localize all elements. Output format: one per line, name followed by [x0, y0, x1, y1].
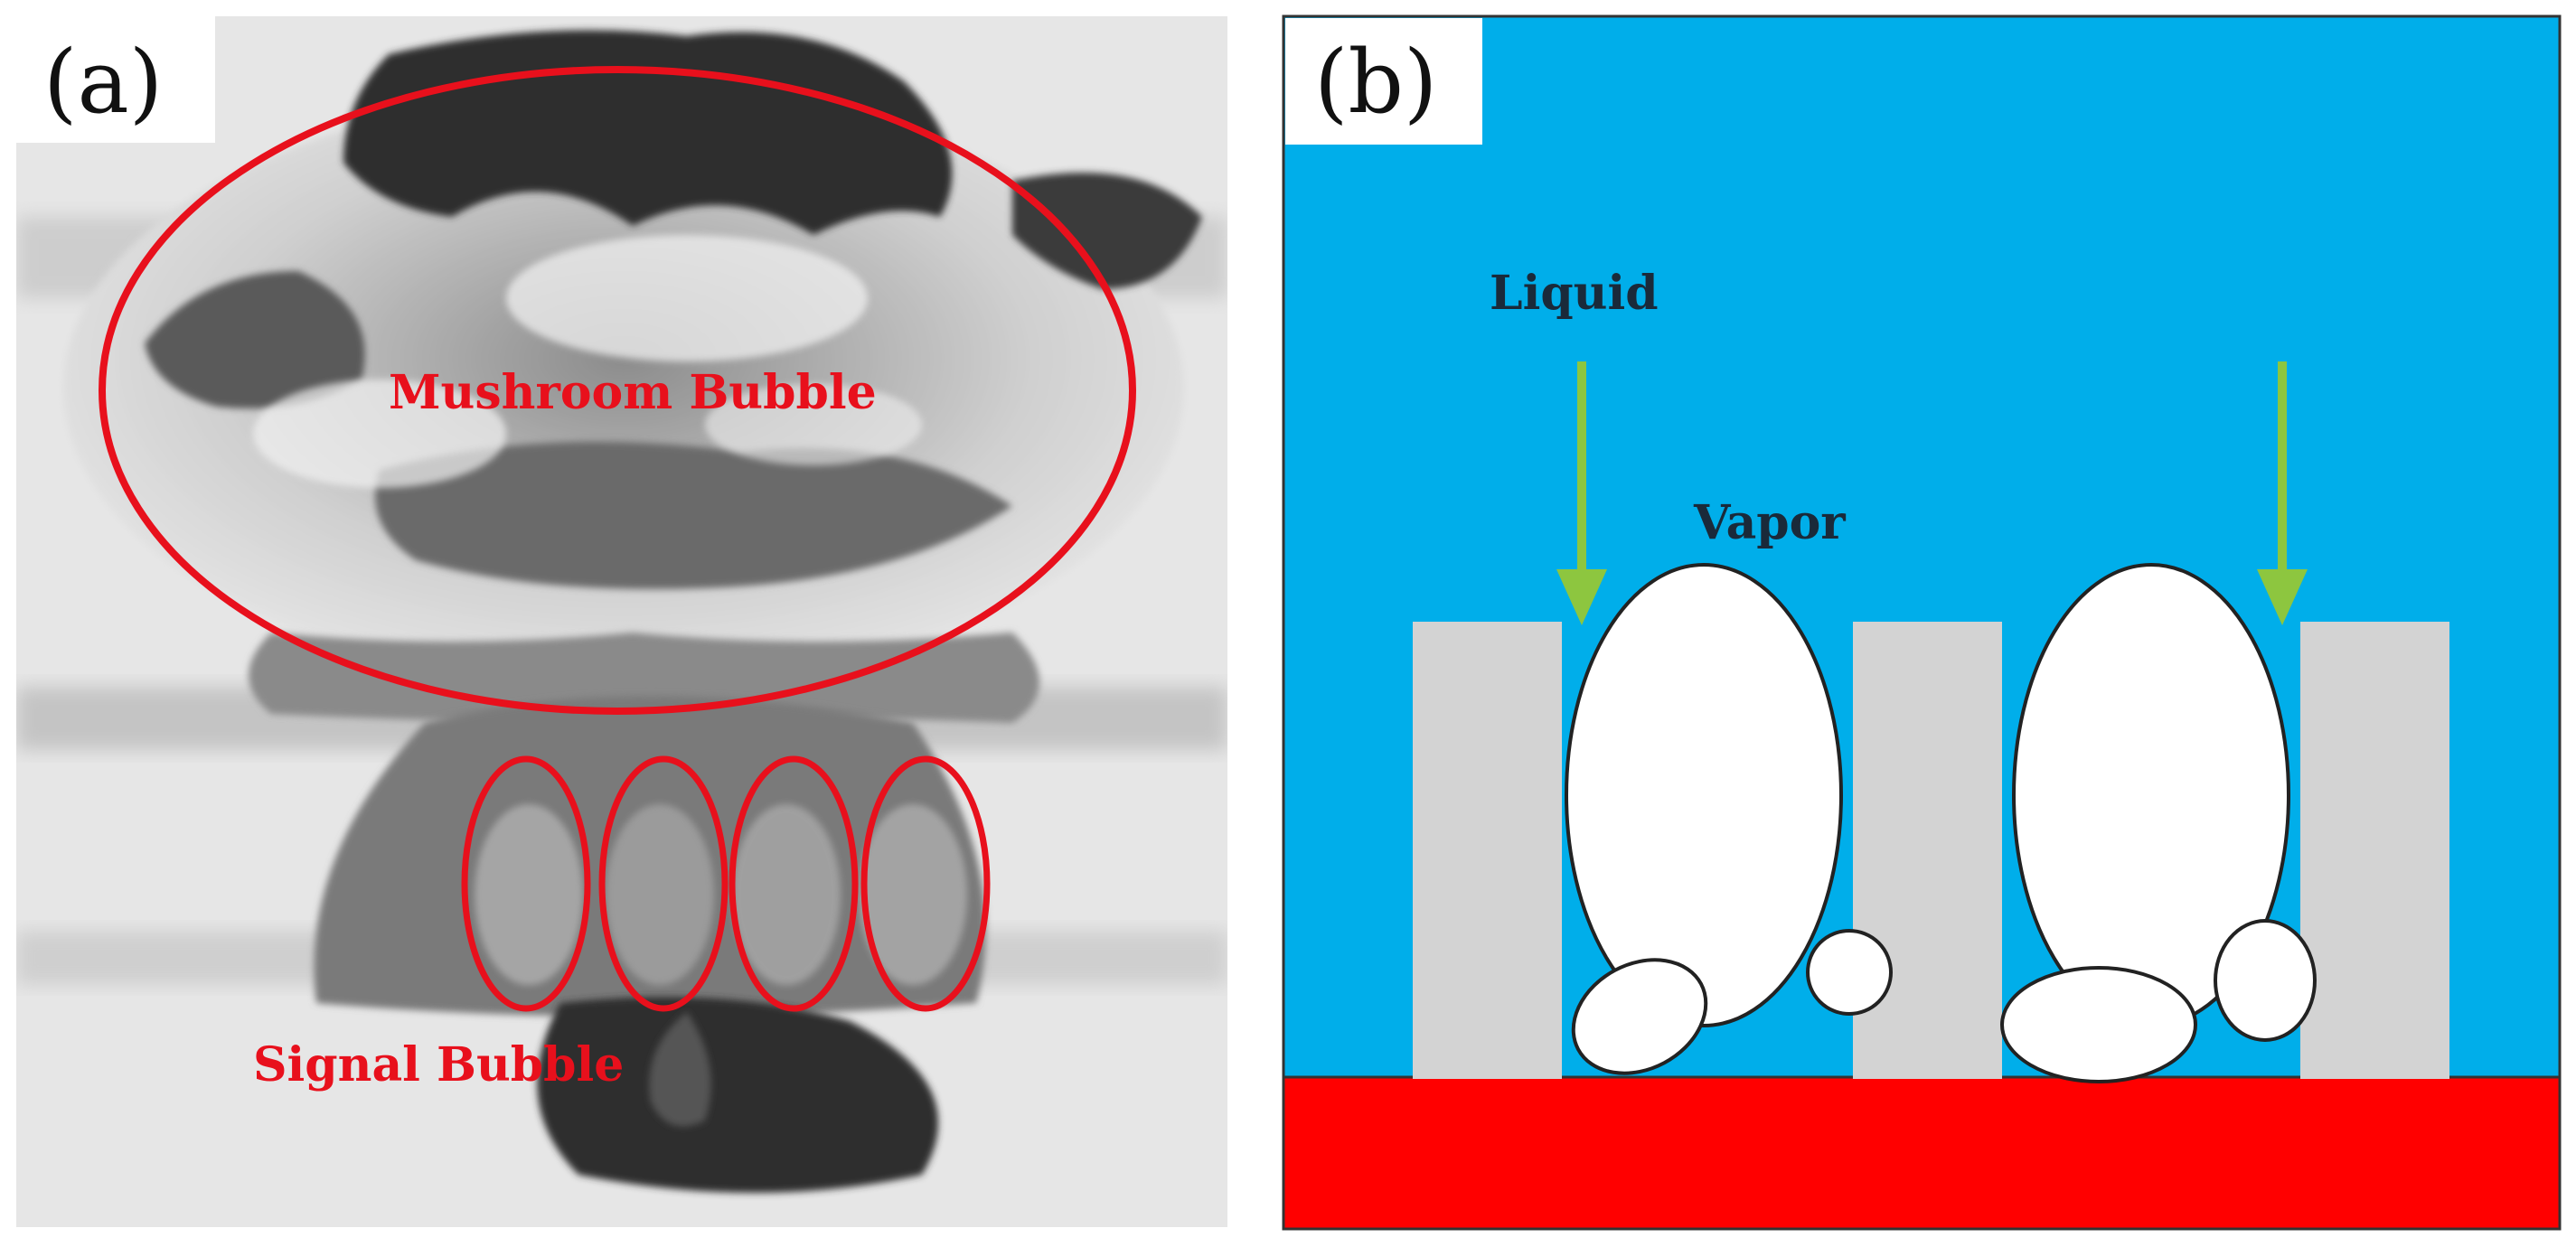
liquid-label: Liquid	[1490, 266, 1659, 321]
pillar	[1413, 622, 1562, 1079]
vapor-bubble-small	[1571, 958, 1708, 1075]
liquid-arrow-left	[1556, 361, 1607, 625]
signal-bubble-outline	[860, 755, 991, 1012]
signal-bubble-outline	[461, 755, 591, 1012]
mushroom-bubble-outline	[99, 66, 1136, 715]
vapor-label: Vapor	[1693, 495, 1846, 550]
signal-bubble-label: Signal Bubble	[253, 1037, 624, 1092]
bubble-photo	[16, 30, 1227, 1193]
signal-bubble-outline	[729, 755, 859, 1012]
signal-bubble-outline	[598, 755, 729, 1012]
panel-b-label: (b)	[1314, 32, 1437, 133]
pillars	[1413, 622, 2449, 1079]
panel-a: Mushroom Bubble Signal Bubble (a)	[16, 16, 1227, 1227]
heater-surface	[1282, 1075, 2562, 1231]
vapor-bubble	[1565, 563, 1843, 1027]
signal-bubble-outlines	[461, 755, 991, 1012]
pillar	[2300, 622, 2449, 1079]
liquid-flow-arrows	[1556, 361, 2308, 625]
panel-b-label-box	[1285, 18, 1482, 145]
liquid-arrow-right	[2257, 361, 2308, 625]
vapor-bubbles	[1565, 563, 2317, 1083]
vapor-bubble-small	[1806, 929, 1893, 1016]
pillar	[1853, 622, 2002, 1079]
mushroom-bubble-label: Mushroom Bubble	[389, 365, 877, 420]
panel-a-label-box	[16, 16, 215, 143]
vapor-bubble-small	[2000, 966, 2197, 1083]
panel-b: Liquid Vapor (b)	[1282, 14, 2562, 1231]
panel-a-label: (a)	[43, 32, 163, 133]
vapor-bubble-small	[2214, 919, 2317, 1042]
